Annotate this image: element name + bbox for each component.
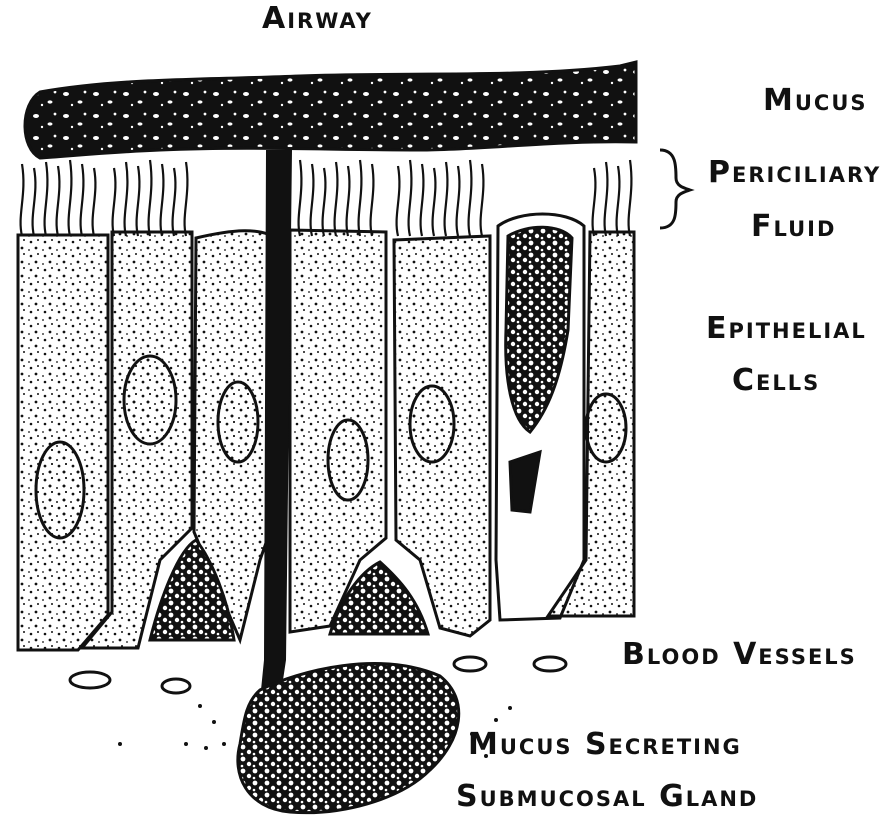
cilium: [161, 164, 164, 236]
label-gland-line1: Mucus Secreting: [468, 728, 742, 762]
cilium: [605, 162, 608, 236]
cilium: [173, 168, 176, 236]
label-periciliary-line2: Fluid: [751, 210, 836, 244]
cilium: [137, 166, 140, 236]
submucosal-gland: [238, 664, 459, 813]
cilium: [335, 162, 338, 236]
label-blood-vessels: Blood Vessels: [622, 638, 857, 672]
label-airway: Airway: [262, 2, 373, 36]
periciliary-bracket: [660, 150, 690, 228]
label-mucus: Mucus: [763, 84, 868, 118]
nucleus: [586, 394, 626, 462]
blood-vessel: [534, 657, 566, 671]
cilium: [149, 160, 152, 236]
cilium: [481, 164, 484, 236]
cilium: [21, 164, 24, 236]
cilium: [323, 168, 326, 236]
cilium: [617, 166, 620, 236]
cilium: [457, 166, 460, 236]
nucleus: [124, 356, 176, 444]
cilium: [359, 160, 362, 236]
cilium: [113, 168, 116, 236]
cilium: [421, 164, 424, 236]
cilium: [125, 162, 128, 236]
cilium: [185, 162, 188, 236]
label-epithelial-line2: Cells: [732, 364, 820, 398]
cilium: [299, 160, 302, 236]
cilium: [629, 160, 632, 236]
cilium: [57, 166, 60, 236]
cilium: [433, 168, 436, 236]
cilium: [81, 164, 84, 236]
cilium: [45, 162, 48, 236]
cilium: [445, 162, 448, 236]
cilium: [469, 160, 472, 236]
label-periciliary-line1: Periciliary: [708, 156, 881, 190]
epithelial-cell-layer: [18, 214, 634, 650]
blood-vessel: [162, 679, 190, 693]
cilium: [371, 164, 374, 236]
cilium: [397, 166, 400, 236]
label-gland-line2: Submucosal Gland: [456, 780, 758, 814]
cilium: [33, 168, 36, 236]
blood-vessel: [454, 657, 486, 671]
cilium: [347, 166, 350, 236]
mucus-layer: [25, 62, 636, 158]
cilium: [409, 160, 412, 236]
nucleus: [218, 382, 258, 462]
label-epithelial-line1: Epithelial: [706, 312, 867, 346]
cilium: [69, 160, 72, 236]
cilium: [311, 164, 314, 236]
nucleus: [36, 442, 84, 538]
cilium: [593, 168, 596, 236]
cilium: [93, 168, 96, 236]
nucleus: [410, 386, 454, 462]
nucleus: [328, 420, 368, 500]
blood-vessel: [70, 672, 110, 688]
